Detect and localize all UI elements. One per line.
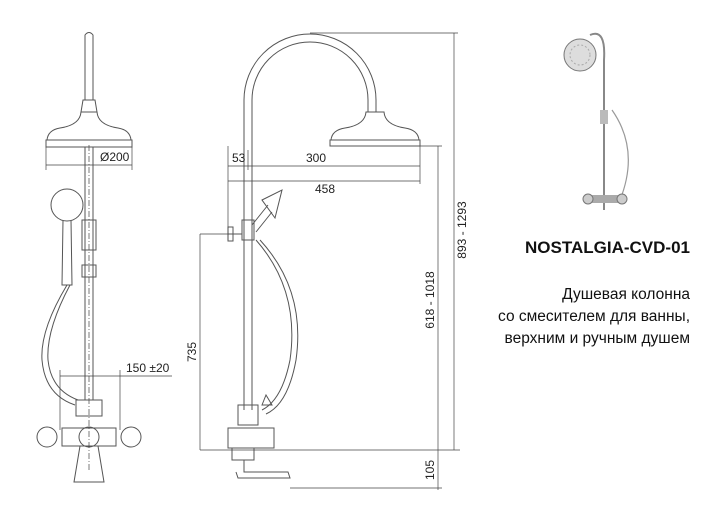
front-view: Ø200 150 ±20 [36, 32, 172, 483]
dim-offset: 53 [232, 151, 246, 165]
product-description-line-1: Душевая колонна [562, 286, 690, 303]
dim-total-reach: 458 [315, 182, 335, 196]
side-view: 53 300 458 735 618 - 1018 893 - 1293 105 [185, 32, 469, 490]
dim-head-diameter: Ø200 [100, 150, 130, 164]
dim-total-height: 893 - 1293 [455, 201, 469, 259]
dim-slider-height: 735 [185, 342, 199, 362]
dim-handle-spacing: 150 ±20 [126, 361, 170, 375]
product-description-line-2: со смесителем для ванны, [498, 308, 690, 325]
dim-spout-height: 105 [423, 460, 437, 480]
product-model-title: NOSTALGIA-CVD-01 [525, 238, 690, 257]
product-description-line-3: верхним и ручным душем [504, 330, 690, 347]
dim-head-height: 618 - 1018 [423, 271, 437, 329]
dim-arm-reach: 300 [306, 151, 326, 165]
product-thumbnail [563, 32, 629, 210]
